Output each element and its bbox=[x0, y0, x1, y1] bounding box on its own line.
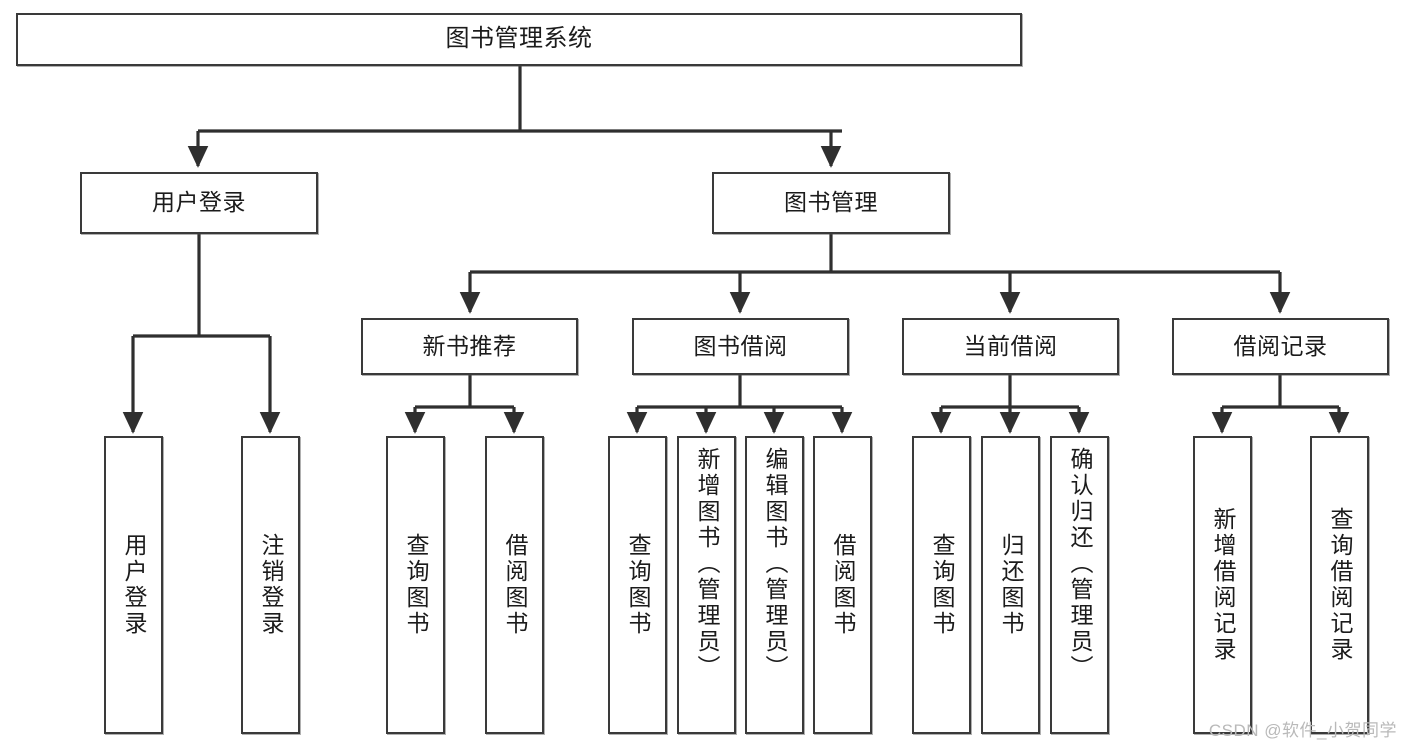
node-user-login[interactable]: 用户登录 bbox=[80, 172, 318, 234]
node-leaf-borrow-book-1-label: 借阅图书 bbox=[502, 533, 528, 637]
node-leaf-borrow-book-2[interactable]: 借阅图书 bbox=[813, 436, 872, 734]
node-new-book-recommend[interactable]: 新书推荐 bbox=[361, 318, 578, 375]
node-leaf-add-record-label: 新增借阅记录 bbox=[1210, 507, 1236, 663]
node-leaf-query-book-3-label: 查询图书 bbox=[929, 533, 955, 637]
node-new-book-recommend-label: 新书推荐 bbox=[422, 332, 517, 359]
node-leaf-query-book-2[interactable]: 查询图书 bbox=[608, 436, 667, 734]
node-book-borrow-label: 图书借阅 bbox=[693, 332, 788, 359]
node-leaf-confirm-return[interactable]: 确认归还（管理员） bbox=[1050, 436, 1109, 734]
node-leaf-add-record[interactable]: 新增借阅记录 bbox=[1193, 436, 1252, 734]
node-book-manage-label: 图书管理 bbox=[784, 189, 878, 216]
node-leaf-query-book-1-label: 查询图书 bbox=[403, 533, 429, 637]
node-leaf-user-login[interactable]: 用户登录 bbox=[104, 436, 163, 734]
node-book-manage[interactable]: 图书管理 bbox=[712, 172, 950, 234]
node-user-login-label: 用户登录 bbox=[152, 189, 246, 216]
node-leaf-return-book[interactable]: 归还图书 bbox=[981, 436, 1040, 734]
node-leaf-query-book-3[interactable]: 查询图书 bbox=[912, 436, 971, 734]
node-current-borrow-label: 当前借阅 bbox=[963, 332, 1058, 359]
node-leaf-query-book-1[interactable]: 查询图书 bbox=[386, 436, 445, 734]
node-leaf-return-book-label: 归还图书 bbox=[998, 533, 1024, 637]
node-leaf-query-book-2-label: 查询图书 bbox=[625, 533, 651, 637]
node-leaf-confirm-return-label: 确认归还（管理员） bbox=[1067, 447, 1093, 681]
node-leaf-edit-book-label: 编辑图书（管理员） bbox=[762, 447, 788, 681]
node-root[interactable]: 图书管理系统 bbox=[16, 13, 1022, 66]
node-leaf-borrow-book-2-label: 借阅图书 bbox=[830, 533, 856, 637]
node-leaf-edit-book[interactable]: 编辑图书（管理员） bbox=[745, 436, 804, 734]
node-borrow-record-label: 借阅记录 bbox=[1233, 332, 1328, 359]
node-root-label: 图书管理系统 bbox=[445, 25, 593, 53]
node-leaf-logout-login-label: 注销登录 bbox=[258, 533, 284, 637]
node-leaf-borrow-book-1[interactable]: 借阅图书 bbox=[485, 436, 544, 734]
node-leaf-add-book-label: 新增图书（管理员） bbox=[694, 447, 720, 681]
node-current-borrow[interactable]: 当前借阅 bbox=[902, 318, 1119, 375]
node-leaf-add-book[interactable]: 新增图书（管理员） bbox=[677, 436, 736, 734]
csdn-watermark: CSDN @软件_小贺同学 bbox=[1208, 721, 1397, 740]
node-leaf-logout-login[interactable]: 注销登录 bbox=[241, 436, 300, 734]
node-borrow-record[interactable]: 借阅记录 bbox=[1172, 318, 1389, 375]
node-book-borrow[interactable]: 图书借阅 bbox=[632, 318, 849, 375]
node-leaf-query-record[interactable]: 查询借阅记录 bbox=[1310, 436, 1369, 734]
node-leaf-user-login-label: 用户登录 bbox=[121, 533, 147, 637]
node-leaf-query-record-label: 查询借阅记录 bbox=[1327, 507, 1353, 663]
